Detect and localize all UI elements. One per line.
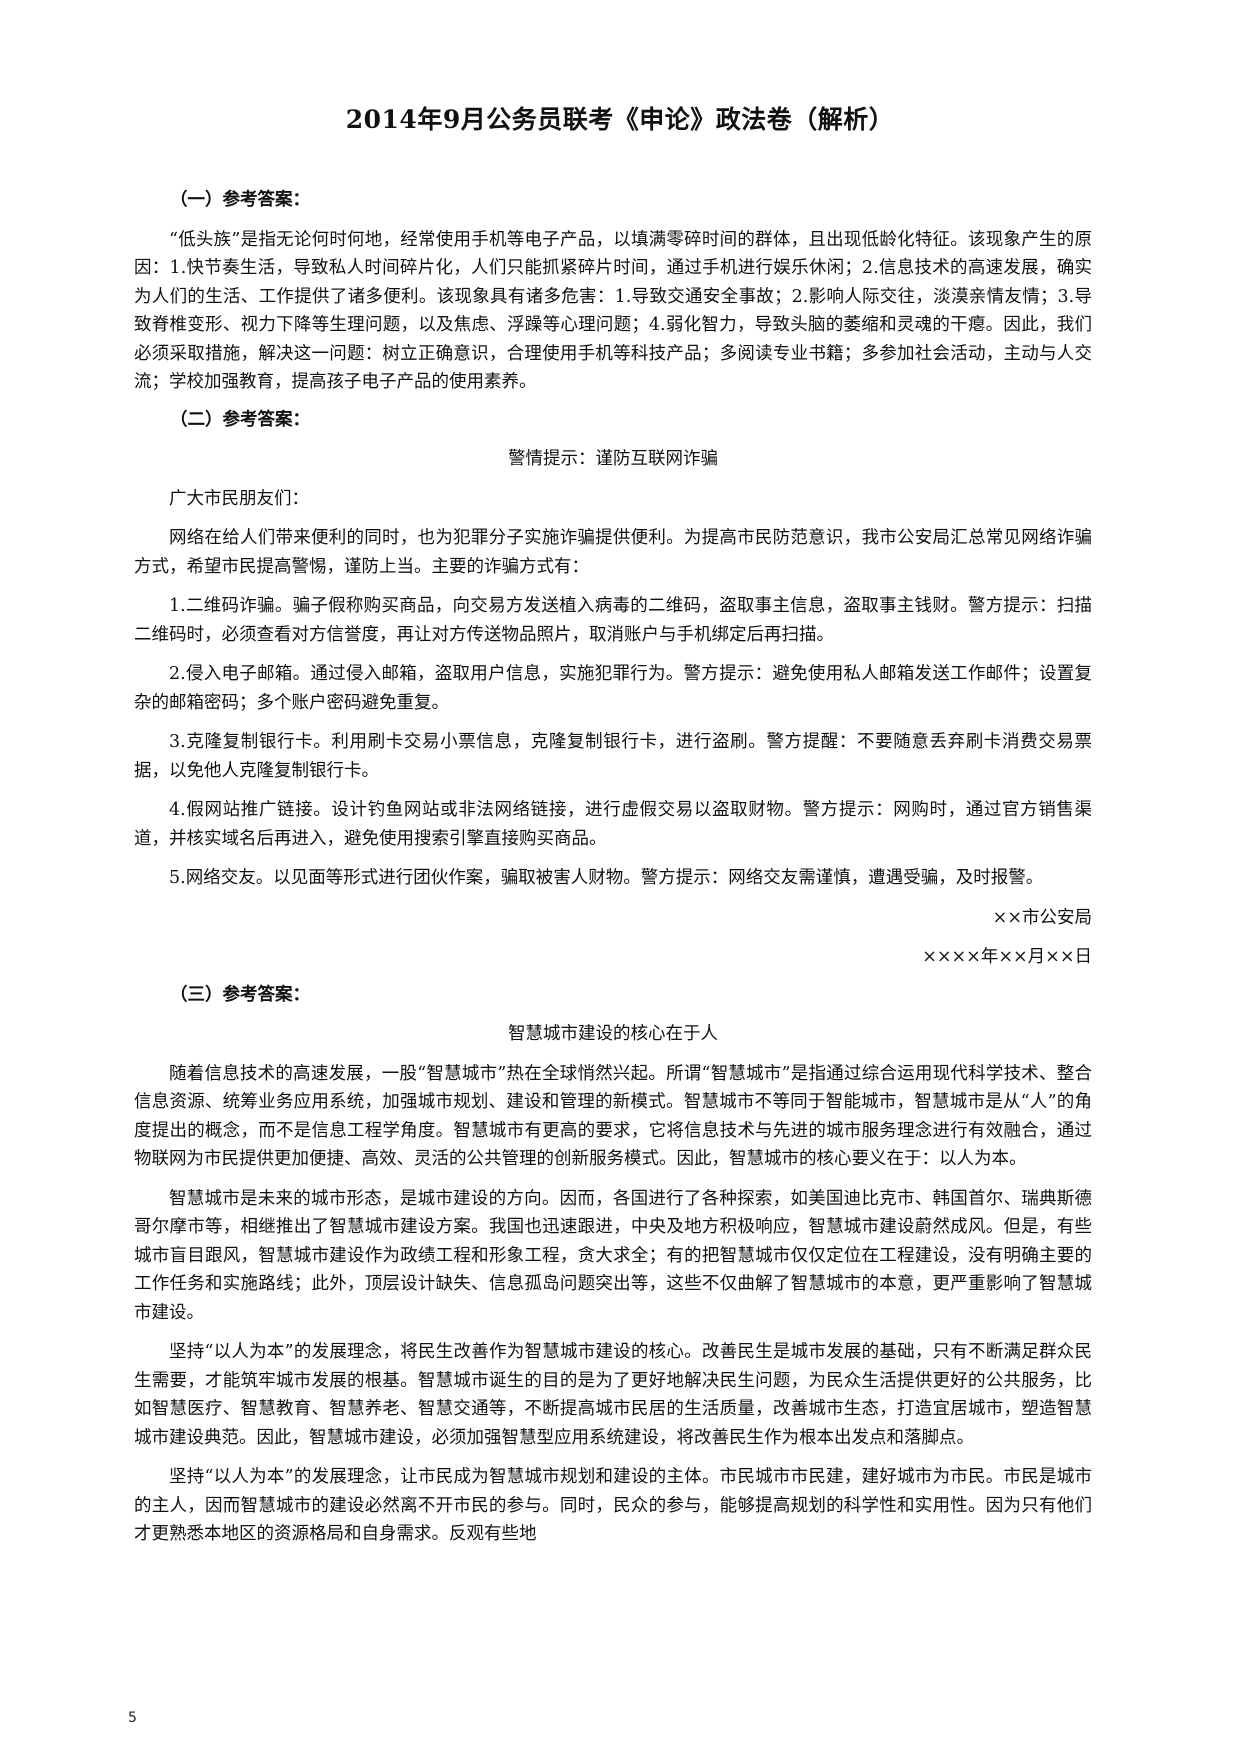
essay-paragraph-3: 坚持“以人为本”的发展理念，将民生改善作为智慧城市建设的核心。改善民生是城市发展… xyxy=(134,1342,1092,1448)
section-2-heading: （二）参考答案： xyxy=(170,409,310,430)
essay-paragraph-2: 智慧城市是未来的城市形态，是城市建设的方向。因而，各国进行了各种探索，如美国迪比… xyxy=(134,1188,1092,1323)
notice-item-5: 5.网络交友。以见面等形式进行团伙作案，骗取被害人财物。警方提示：网络交友需谨慎… xyxy=(169,868,1044,888)
notice-date: ××××年××月××日 xyxy=(922,947,1092,967)
notice-signature: ××市公安局 xyxy=(992,907,1092,928)
section-3-heading: （三）参考答案： xyxy=(170,984,310,1005)
page-title: 2014年9月公务员联考《申论》政法卷（解析） xyxy=(345,105,895,134)
essay-paragraph-4: 坚持“以人为本”的发展理念，让市民成为智慧城市规划和建设的主体。市民城市市民建，… xyxy=(134,1467,1092,1544)
notice-intro: 网络在给人们带来便利的同时，也为犯罪分子实施诈骗提供便利。为提高市民防范意识，我… xyxy=(134,528,1092,577)
section-1-paragraph: “低头族”是指无论何时何地，经常使用手机等电子产品，以填满零碎时间的群体，且出现… xyxy=(134,229,1092,393)
notice-item-4: 4.假网站推广链接。设计钓鱼网站或非法网络链接，进行虚假交易以盗取财物。警方提示… xyxy=(134,800,1092,849)
essay-title: 智慧城市建设的核心在于人 xyxy=(508,1024,718,1044)
notice-item-1: 1.二维码诈骗。骗子假称购买商品，向交易方发送植入病毒的二维码，盗取事主信息，盗… xyxy=(134,596,1092,645)
section-1-heading: （一）参考答案： xyxy=(170,190,310,210)
notice-title: 警情提示：谨防互联网诈骗 xyxy=(508,449,718,469)
document-body: （一）参考答案： “低头族”是指无论何时何地，经常使用手机等电子产品，以填满零碎… xyxy=(134,186,1092,1549)
notice-item-3: 3.克隆复制银行卡。利用刷卡交易小票信息，克隆复制银行卡，进行盗刷。警方提醒：不… xyxy=(134,732,1092,781)
notice-salutation: 广大市民朋友们： xyxy=(169,488,309,509)
notice-item-2: 2.侵入电子邮箱。通过侵入邮箱，盗取用户信息，实施犯罪行为。警方提示：避免使用私… xyxy=(134,664,1092,713)
page-number: 5 xyxy=(128,1710,137,1726)
essay-paragraph-1: 随着信息技术的高速发展，一股“智慧城市”热在全球悄然兴起。所谓“智慧城市”是指通… xyxy=(134,1063,1092,1170)
